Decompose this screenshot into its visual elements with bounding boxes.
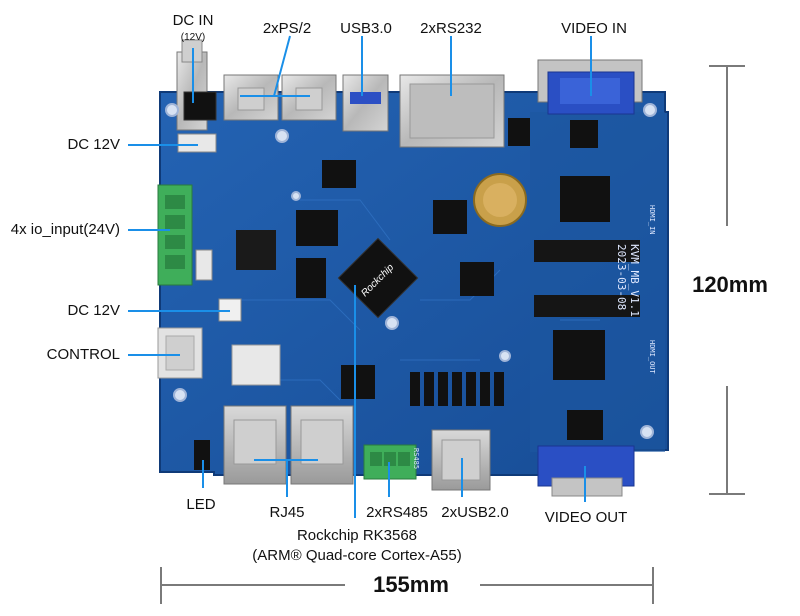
ram-slot-1	[534, 240, 640, 262]
ic-mid-1	[433, 200, 467, 234]
board-date-text: 2023-03-08	[615, 244, 628, 311]
ic-mid-2	[460, 262, 494, 296]
label-led: LED	[186, 496, 216, 513]
callout-ps2	[240, 35, 310, 97]
ic-hdmi-in	[560, 176, 610, 222]
ic-bottom-chip	[341, 365, 375, 399]
board-model-text: KVM_MB_V1.1	[628, 244, 641, 317]
ic-right-bottom	[567, 410, 603, 440]
ic-right-top	[570, 120, 598, 148]
label-dc-in: DC IN	[172, 12, 214, 29]
rs485-screws	[370, 452, 410, 466]
rj45-port-1-face	[233, 419, 277, 465]
rs485-silk: RS485	[412, 448, 420, 470]
io-input-screws	[165, 195, 185, 269]
label-dc12v-top: DC 12V	[67, 136, 120, 153]
label-usb2: 2xUSB2.0	[441, 504, 509, 521]
led-module	[194, 440, 210, 470]
hdmi-in-silk: HDMI_IN	[648, 205, 656, 235]
usb3-slot	[350, 92, 381, 104]
label-io-input: 4x io_input(24V)	[10, 221, 120, 238]
coin-cell-top	[483, 183, 517, 217]
rj45-port-2-face	[300, 419, 344, 465]
resistor-array	[410, 372, 504, 406]
label-usb3: USB3.0	[340, 20, 392, 37]
ic-memory-1	[296, 210, 338, 246]
ps2-port-2-face	[295, 87, 323, 111]
label-height-dimension: 120mm	[692, 272, 768, 297]
label-soc-desc: (ARM® Quad-core Cortex-A55)	[252, 547, 462, 564]
label-rs232: 2xRS232	[420, 20, 482, 37]
callout-rj45	[254, 459, 318, 497]
label-ps2: 2xPS/2	[262, 20, 312, 37]
dc12v-top-connector	[177, 133, 217, 153]
label-dc-in-voltage: (12V)	[180, 32, 206, 43]
pin-header-rs232	[508, 118, 530, 146]
label-width-dimension: 155mm	[373, 572, 449, 597]
hdmi-out-silk: HDMI_OUT	[648, 340, 656, 374]
ic-wifi-module	[231, 344, 281, 386]
height-dimension	[709, 65, 745, 495]
label-video-out: VIDEO OUT	[544, 509, 628, 526]
rk3568-soc	[337, 237, 419, 319]
callout-lines	[128, 35, 592, 518]
ps2-port-1-face	[237, 87, 265, 111]
label-video-in: VIDEO IN	[561, 20, 627, 37]
label-rs485: 2xRS485	[366, 504, 428, 521]
width-dimension	[160, 567, 654, 604]
ic-hdmi-out	[553, 330, 605, 380]
ram-slot-2	[534, 295, 640, 317]
label-control: CONTROL	[46, 346, 120, 363]
control-connector-face	[165, 335, 195, 371]
label-dc12v-mid: DC 12V	[67, 302, 120, 319]
dc-in-base	[183, 91, 217, 121]
mounting-holes	[165, 103, 657, 439]
relay	[195, 249, 213, 281]
ic-left-1	[236, 230, 276, 270]
pcb-inner-region	[530, 112, 665, 452]
label-soc-name: Rockchip RK3568	[296, 527, 418, 544]
ic-mid-3	[322, 160, 356, 188]
vga-out-shell	[551, 477, 623, 497]
label-rj45: RJ45	[269, 504, 305, 521]
ic-memory-2	[296, 258, 326, 298]
